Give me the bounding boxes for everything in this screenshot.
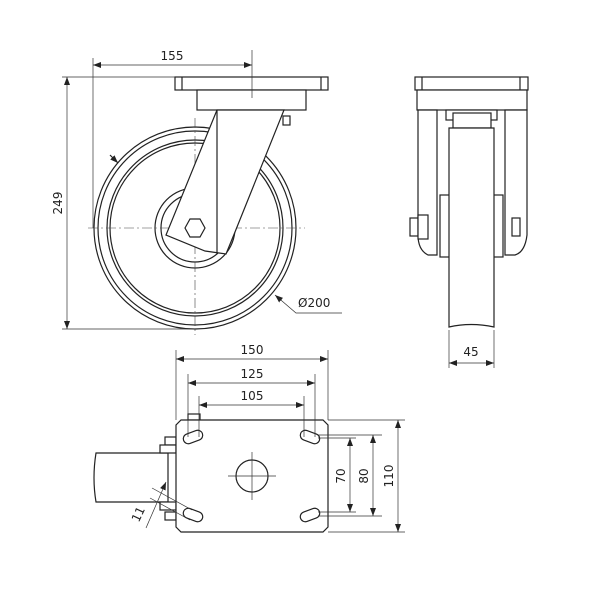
dim-plate-length-label: 150	[241, 343, 264, 357]
right-fork-leg	[504, 109, 528, 256]
extension-line	[151, 487, 193, 511]
side-bearing	[416, 89, 528, 111]
dim-slot-width-label: 11	[129, 504, 148, 524]
axle-bolt-end	[409, 217, 419, 237]
fork-block	[159, 444, 177, 454]
axle-bolt-head	[511, 217, 521, 237]
dim-plate-width-label: 110	[382, 465, 396, 488]
dim-hole-spacing-outer-label: 125	[241, 367, 264, 381]
kingpin-nut	[452, 112, 492, 129]
side-view: 45	[409, 76, 529, 368]
grease-nipple-top	[187, 413, 201, 421]
dim-height-label: 249	[51, 192, 65, 215]
top-plate	[174, 76, 329, 91]
side-wheel	[448, 127, 495, 328]
fork-block	[164, 436, 177, 446]
axle-nut-icon	[184, 218, 206, 238]
dim-short-inner-label: 70	[334, 468, 348, 483]
fork-leg	[165, 109, 285, 255]
dim-short-outer-label: 80	[357, 468, 371, 483]
dim-diameter-leader	[274, 294, 342, 314]
slot-icon	[182, 507, 204, 523]
slot-icon	[299, 507, 321, 523]
tyre-pointer-arrow	[109, 154, 119, 164]
axle-nut	[417, 214, 429, 240]
extension-line	[149, 497, 191, 521]
fork-block	[164, 511, 177, 521]
slot-icon	[299, 429, 321, 445]
dim-slot-width-line	[145, 481, 167, 529]
side-top-plate	[414, 76, 529, 91]
swivel-bearing	[196, 89, 307, 111]
grease-nipple	[282, 115, 291, 126]
dim-offset-label: 155	[161, 49, 184, 63]
fork-stem	[93, 452, 169, 503]
dim-hole-spacing-inner-label: 105	[241, 389, 264, 403]
dim-diameter-label: Ø200	[298, 296, 330, 310]
dim-wheel-width-label: 45	[463, 345, 478, 359]
mounting-slots	[182, 429, 321, 523]
slot-icon	[182, 429, 204, 445]
front-view: 155 249 Ø200	[51, 49, 342, 335]
top-view: 150 125 105 70 80 110 11	[93, 343, 405, 533]
fork-block	[159, 501, 177, 511]
